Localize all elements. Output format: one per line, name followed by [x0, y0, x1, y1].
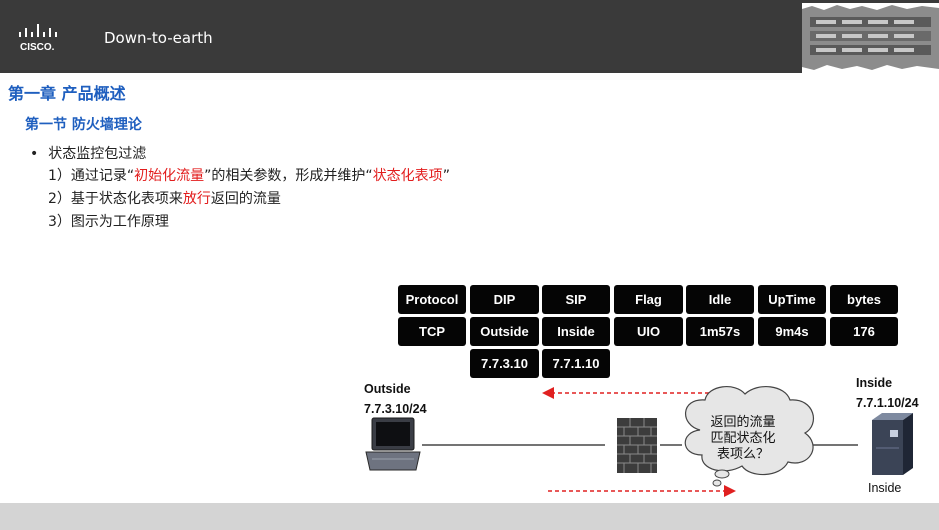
bubble-line-3: 表项么？ [717, 447, 769, 462]
laptop-icon [365, 417, 421, 471]
row-cell-protocol: TCP [398, 317, 466, 346]
header-cell-idle: Idle [686, 285, 754, 314]
bubble-line-2: 匹配状态化 [710, 431, 775, 446]
thought-cloud-icon [684, 386, 814, 487]
inside-caption: Inside [868, 481, 902, 495]
cisco-brand-text: CISCO. [20, 42, 55, 52]
point-2: 2）基于状态化表项来放行返回的流量 [48, 188, 281, 208]
firewall-icon [617, 418, 657, 473]
point-2-suffix: 返回的流量 [210, 191, 281, 207]
chapter-title: 第一章 产品概述 [8, 84, 126, 103]
header-bar: CISCO. Down-to-earth [0, 0, 939, 73]
server-rack-photo-icon [802, 3, 939, 73]
row-cell-dip-ip: 7.7.3.10 [470, 349, 539, 378]
header-title: Down-to-earth [104, 29, 213, 47]
outside-label: Outside [364, 382, 411, 396]
point-1-highlight-1: 初始化流量 [134, 168, 205, 184]
server-icon [872, 413, 913, 475]
bullet-text: 状态监控包过滤 [48, 146, 147, 162]
row-cell-sip-ip: 7.7.1.10 [542, 349, 610, 378]
inside-label: Inside [856, 376, 893, 390]
header-cell-flag: Flag [614, 285, 683, 314]
section-title: 第一节 防火墙理论 [25, 117, 142, 133]
cisco-logo-icon: CISCO. [19, 24, 57, 52]
point-1-prefix: 1）通过记录“ [48, 168, 135, 184]
outside-ip: 7.7.3.10/24 [364, 402, 427, 416]
row-cell-dip: Outside [470, 317, 539, 346]
footer-bar [0, 503, 939, 530]
bullet-item: • 状态监控包过滤 [30, 143, 146, 163]
row-cell-idle: 1m57s [686, 317, 754, 346]
inside-ip: 7.7.1.10/24 [856, 396, 919, 410]
header-cell-sip: SIP [542, 285, 610, 314]
row-cell-sip: Inside [542, 317, 610, 346]
point-1-middle: ”的相关参数，形成并维护“ [204, 168, 373, 184]
point-1: 1）通过记录“初始化流量”的相关参数，形成并维护“状态化表项” [48, 165, 450, 185]
point-2-highlight: 放行 [182, 191, 211, 207]
header-cell-uptime: UpTime [758, 285, 826, 314]
header-cell-dip: DIP [470, 285, 539, 314]
point-2-prefix: 2）基于状态化表项来 [48, 191, 183, 207]
point-3: 3）图示为工作原理 [48, 214, 169, 230]
header-photo [802, 3, 939, 73]
bubble-line-1: 返回的流量 [710, 414, 775, 430]
row-cell-flag: UIO [614, 317, 683, 346]
point-1-highlight-2: 状态化表项 [372, 168, 443, 184]
point-1-suffix: ” [442, 168, 450, 184]
header-cell-bytes: bytes [830, 285, 898, 314]
row-cell-bytes: 176 [830, 317, 898, 346]
header-cell-protocol: Protocol [398, 285, 466, 314]
row-cell-uptime: 9m4s [758, 317, 826, 346]
bullet-dot: • [30, 146, 39, 162]
